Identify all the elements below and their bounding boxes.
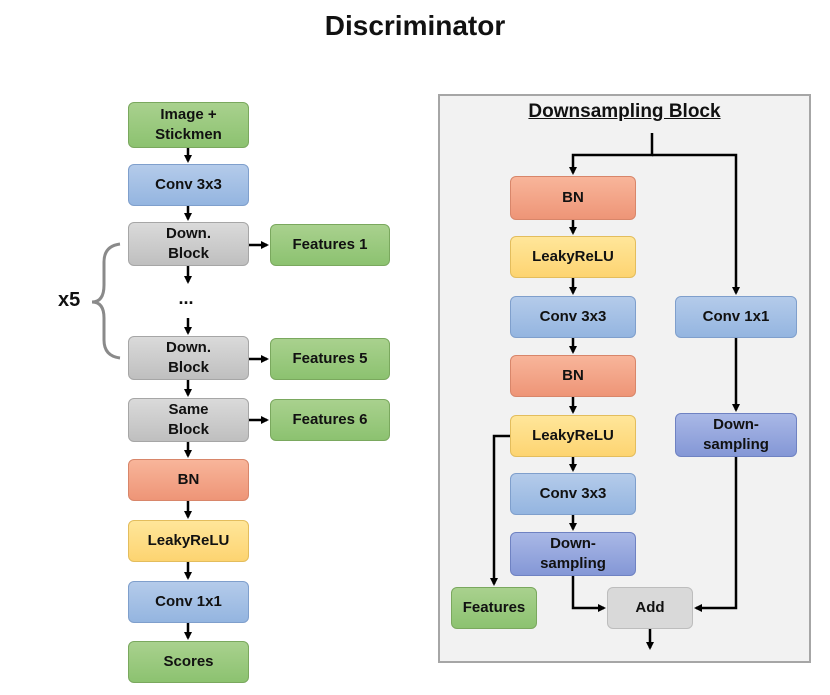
repeat-brace: [91, 242, 121, 360]
ds-features-node: Features: [451, 587, 537, 629]
conv1x1-node: Conv 1x1: [128, 581, 249, 623]
features-5-node: Features 5: [270, 338, 390, 380]
ds-leakyrelu-2-node: LeakyReLU: [510, 415, 636, 457]
same-block-node: Same Block: [128, 398, 249, 442]
features-1-node: Features 1: [270, 224, 390, 266]
conv3x3-node: Conv 3x3: [128, 164, 249, 206]
bn-node: BN: [128, 459, 249, 501]
ds-downsampling-main-node: Down- sampling: [510, 532, 636, 576]
ds-conv1x1-skip-node: Conv 1x1: [675, 296, 797, 338]
downsampling-block-title: Downsampling Block: [528, 101, 721, 122]
diagram-title: Discriminator: [324, 10, 506, 41]
ds-conv3x3-2-node: Conv 3x3: [510, 473, 636, 515]
repeat-label: x5: [58, 289, 81, 311]
ds-conv3x3-1-node: Conv 3x3: [510, 296, 636, 338]
features-6-node: Features 6: [270, 399, 390, 441]
ds-leakyrelu-1-node: LeakyReLU: [510, 236, 636, 278]
ds-add-node: Add: [607, 587, 693, 629]
arrow-downskip-add: [694, 457, 738, 612]
arrow-lrelu2-features: [490, 434, 510, 586]
ds-bn-2-node: BN: [510, 355, 636, 397]
down-block-1-node: Down. Block: [128, 222, 249, 266]
arrow-entry-skip: [652, 153, 740, 295]
leakyrelu-node: LeakyReLU: [128, 520, 249, 562]
scores-node: Scores: [128, 641, 249, 683]
ellipsis-label: ...: [178, 288, 194, 308]
arrow-entry-split: [569, 133, 654, 175]
arrow-down-add: [571, 576, 606, 612]
down-block-5-node: Down. Block: [128, 336, 249, 380]
input-node: Image + Stickmen: [128, 102, 249, 148]
ds-downsampling-skip-node: Down- sampling: [675, 413, 797, 457]
ds-bn-1-node: BN: [510, 176, 636, 220]
